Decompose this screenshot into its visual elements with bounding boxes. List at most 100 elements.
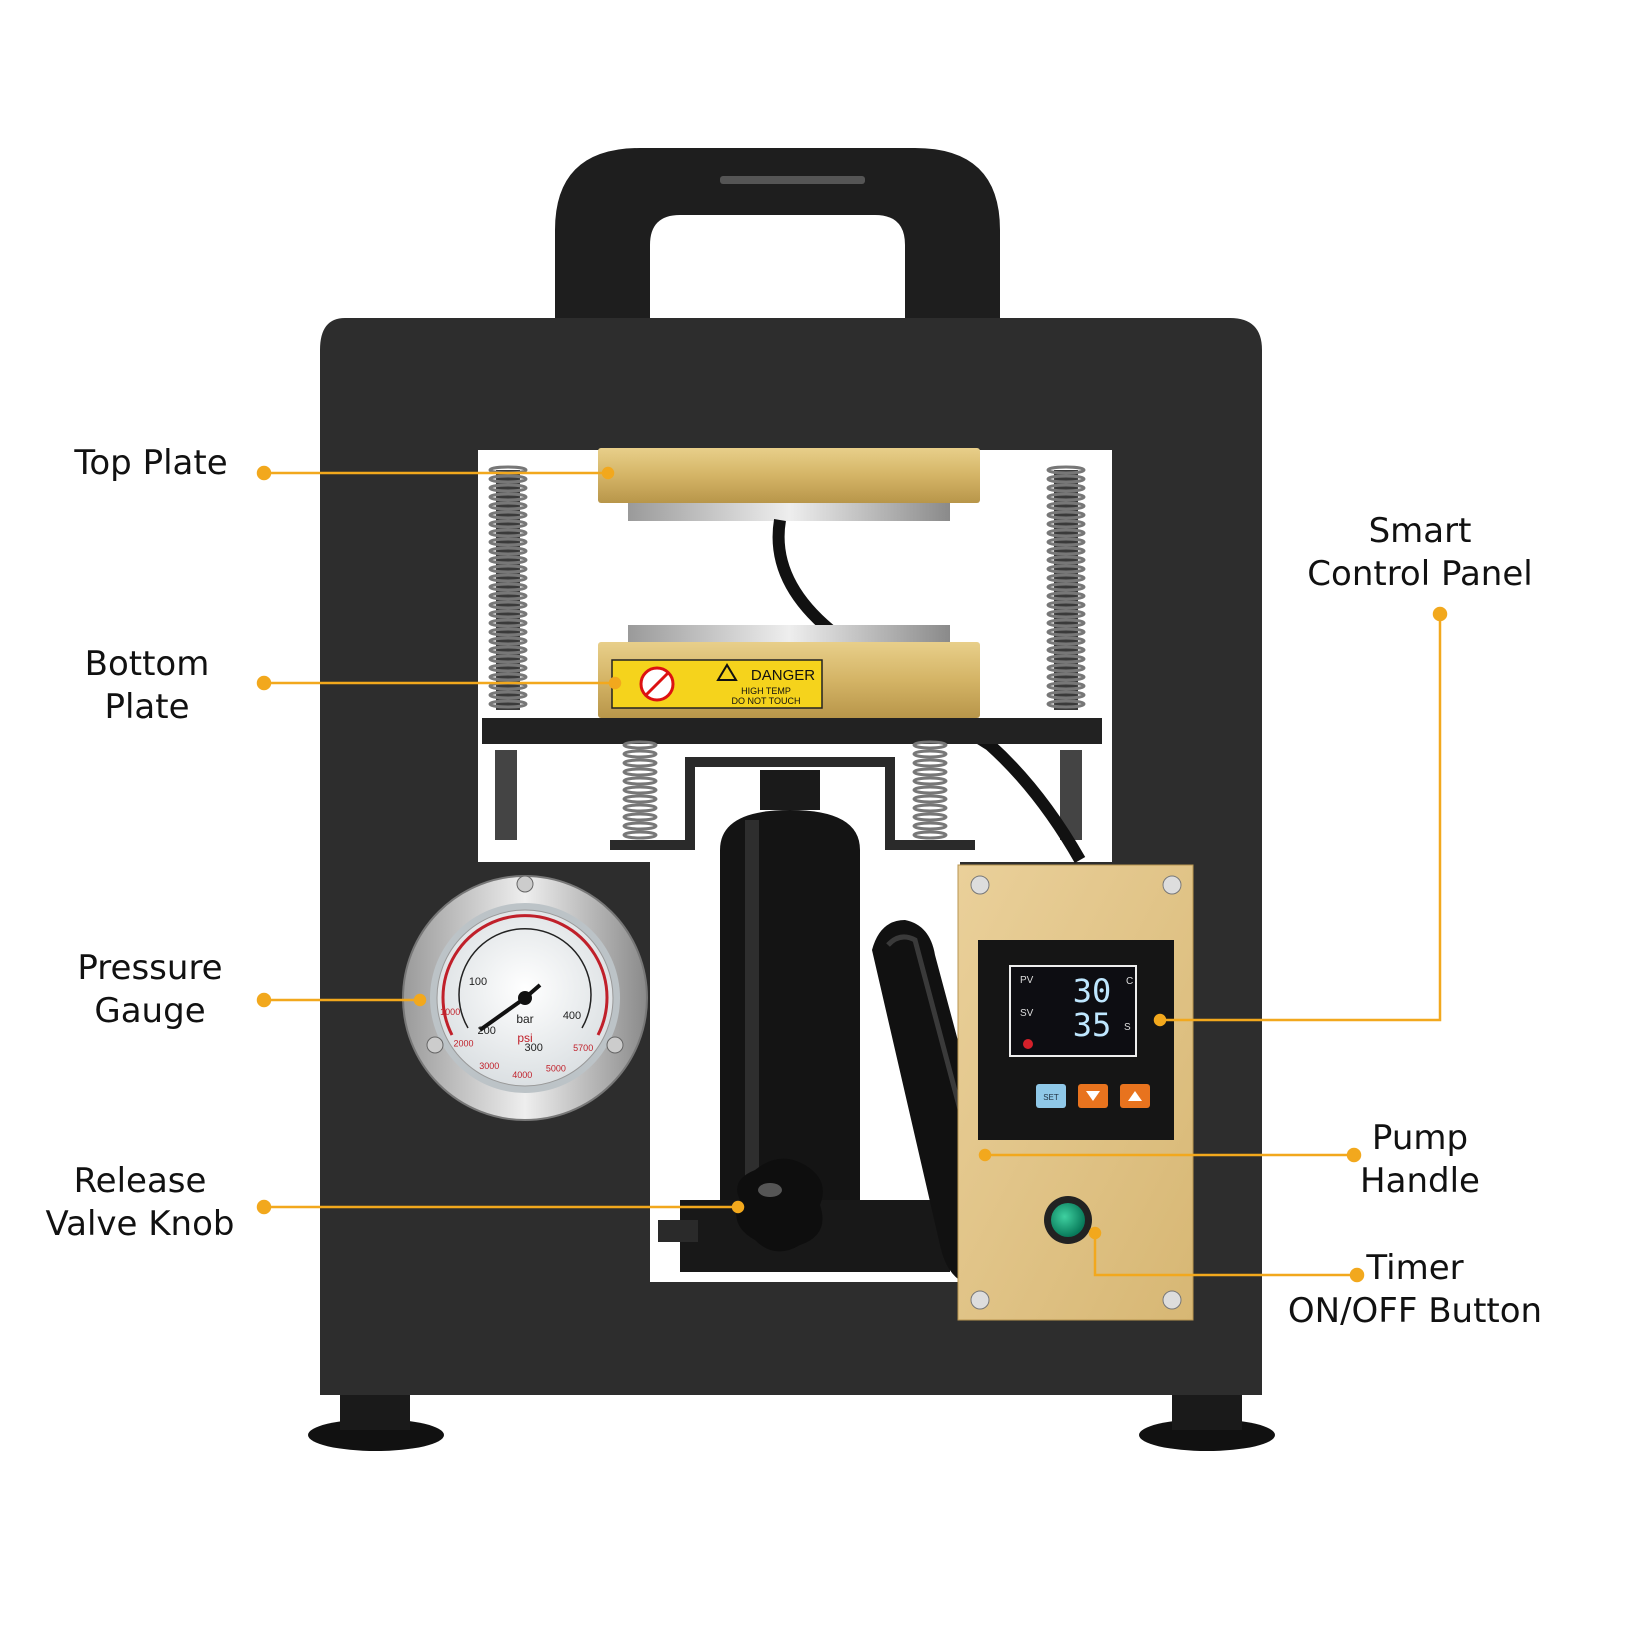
spring-coil xyxy=(488,483,528,493)
spring-coil xyxy=(488,690,528,700)
callout-line-pressure-gauge xyxy=(256,992,427,1008)
status-indicator xyxy=(1023,1039,1033,1049)
spring-coil xyxy=(1046,501,1086,511)
spring-coil xyxy=(488,564,528,574)
spring-coil xyxy=(488,537,528,547)
set-button-label: SET xyxy=(1043,1093,1059,1102)
spring-coil xyxy=(1046,681,1086,691)
spring-coil xyxy=(912,740,948,750)
spring-small-left xyxy=(622,740,658,840)
down-button[interactable] xyxy=(1078,1084,1108,1108)
gauge-screw-top xyxy=(516,875,534,893)
spring-coil xyxy=(488,573,528,583)
spring-coil xyxy=(1046,546,1086,556)
release-valve-knob[interactable] xyxy=(736,1158,823,1252)
timer-button[interactable] xyxy=(1044,1196,1092,1244)
gauge-tick-label: 1000 xyxy=(440,1007,460,1017)
spring-coil xyxy=(1046,663,1086,673)
spring-coil xyxy=(622,794,658,804)
spring-coil xyxy=(488,582,528,592)
spring-coil xyxy=(1046,699,1086,709)
gauge-tick-label: 3000 xyxy=(479,1061,499,1071)
label-pressure-gauge-line2: Gauge xyxy=(94,991,206,1031)
label-smart-panel-line1: Smart xyxy=(1368,511,1472,551)
spring-coil xyxy=(622,767,658,777)
spring-coil xyxy=(912,749,948,759)
spring-coil xyxy=(622,785,658,795)
spring-coil xyxy=(622,749,658,759)
gauge-tick-label: 300 xyxy=(525,1042,543,1054)
spring-coil xyxy=(488,474,528,484)
danger-line2: DO NOT TOUCH xyxy=(731,696,800,706)
label-pressure-gauge: Pressure Gauge xyxy=(50,947,250,1033)
spring-coil xyxy=(488,645,528,655)
spring-coil xyxy=(1046,465,1086,475)
panel-screw-br xyxy=(1162,1290,1182,1310)
spring-coil xyxy=(912,803,948,813)
rubber-feet xyxy=(308,1395,1275,1451)
spring-coil xyxy=(1046,492,1086,502)
label-bottom-plate-line1: Bottom xyxy=(84,644,210,684)
spring-coil xyxy=(912,812,948,822)
callout-line-smart-panel xyxy=(1153,606,1448,1027)
sv-label: SV xyxy=(1020,1008,1034,1019)
gauge-screw-right xyxy=(606,1036,624,1054)
spring-coil xyxy=(1046,618,1086,628)
spring-coil xyxy=(1046,510,1086,520)
spring-coil xyxy=(488,555,528,565)
label-release-valve-line1: Release xyxy=(73,1161,207,1201)
callout-line-release-valve xyxy=(256,1199,745,1215)
gauge-tick-label: 5000 xyxy=(546,1063,566,1073)
label-timer-line1: Timer xyxy=(1366,1248,1464,1288)
spring-coil xyxy=(622,803,658,813)
callout-line-pump-handle xyxy=(978,1147,1362,1163)
gauge-tick-label: 400 xyxy=(563,1010,581,1022)
spring-coil xyxy=(1046,627,1086,637)
label-pump-handle-line2: Handle xyxy=(1360,1161,1480,1201)
callout-line-bottom-plate xyxy=(256,675,622,691)
spring-coil xyxy=(622,821,658,831)
spring-coil xyxy=(622,830,658,840)
sv-unit: S xyxy=(1124,1022,1131,1033)
gauge-needle xyxy=(478,996,527,1032)
pv-unit: C xyxy=(1126,976,1133,987)
label-release-valve: Release Valve Knob xyxy=(30,1160,250,1246)
panel-screw-bl xyxy=(970,1290,990,1310)
label-top-plate: Top Plate xyxy=(56,442,246,485)
label-smart-control-panel: Smart Control Panel xyxy=(1290,510,1550,596)
spring-coil xyxy=(488,546,528,556)
spring-coil xyxy=(912,821,948,831)
spring-small-right xyxy=(912,740,948,840)
top-plate xyxy=(598,448,980,521)
base-bar xyxy=(482,718,1102,744)
spring-coil xyxy=(1046,609,1086,619)
spring-coil xyxy=(1046,645,1086,655)
pv-value: 30 xyxy=(1073,972,1112,1010)
spring-coil xyxy=(1046,591,1086,601)
spring-coil xyxy=(488,618,528,628)
spring-coil xyxy=(622,776,658,786)
up-button[interactable] xyxy=(1120,1084,1150,1108)
spring-coil xyxy=(912,830,948,840)
panel-screw-tl xyxy=(970,875,990,895)
set-button[interactable]: SET xyxy=(1036,1084,1066,1108)
danger-title: DANGER xyxy=(751,667,815,684)
spring-coil xyxy=(1046,690,1086,700)
spring-coil xyxy=(1046,582,1086,592)
spring-coil xyxy=(488,519,528,529)
callout-lines xyxy=(256,465,1448,1283)
danger-line1: HIGH TEMP xyxy=(741,686,791,696)
spring-coil xyxy=(488,636,528,646)
spring-coil xyxy=(1046,528,1086,538)
label-bottom-plate: Bottom Plate xyxy=(52,643,242,729)
spring-coil xyxy=(488,663,528,673)
spring-coil xyxy=(1046,636,1086,646)
spring-coil xyxy=(488,654,528,664)
gauge-tick-label: 2000 xyxy=(453,1039,473,1049)
spring-coil xyxy=(488,600,528,610)
label-bottom-plate-line2: Plate xyxy=(104,687,190,727)
spring-coil xyxy=(1046,654,1086,664)
spring-coil xyxy=(1046,474,1086,484)
